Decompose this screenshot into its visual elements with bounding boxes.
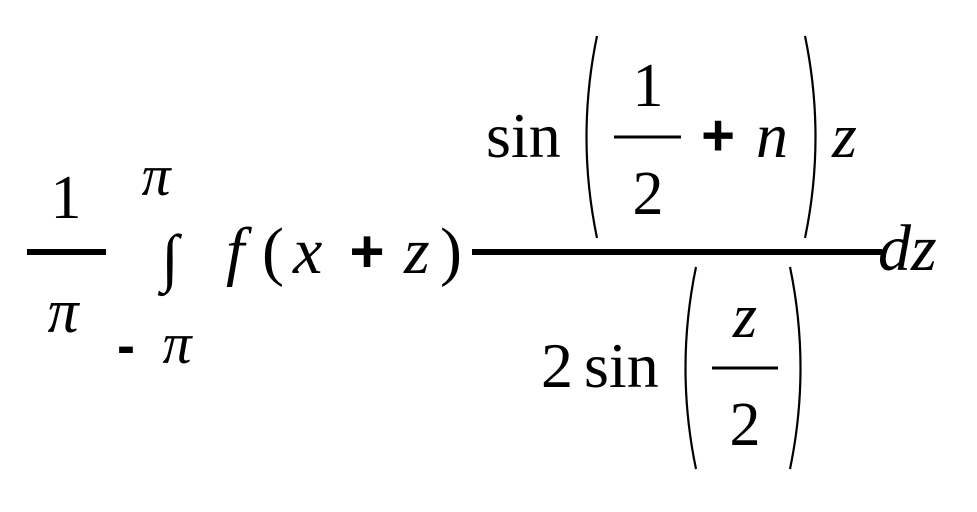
numerator-frac-num: 1 [633, 52, 664, 120]
integral-lower-limit-minus: - [117, 316, 135, 376]
numerator-right-paren [803, 35, 817, 239]
function-open-paren: ( [262, 215, 284, 288]
integral-sign: ∫ [157, 222, 182, 297]
denominator-frac-den: 2 [730, 391, 761, 459]
denominator-coefficient: 2 [541, 330, 573, 401]
denominator-right-paren [788, 266, 802, 470]
kernel-numerator: sin 1 2 + n z [486, 35, 857, 239]
numerator-var-z: z [831, 100, 857, 171]
integrand-function: f ( x + z ) [226, 215, 462, 288]
prefactor-fraction: 1 π [27, 164, 106, 346]
numerator-plus: + [701, 103, 735, 168]
integral: π ∫ - π [117, 143, 193, 376]
kernel-denominator: 2 sin z 2 [541, 266, 802, 470]
denominator-frac-num: z [732, 283, 757, 351]
differential: dz [878, 212, 937, 285]
function-plus: + [349, 218, 384, 285]
denominator-left-paren [684, 266, 698, 470]
prefactor-denominator: π [47, 278, 80, 346]
function-close-paren: ) [440, 215, 462, 288]
numerator-left-paren [585, 35, 599, 239]
integral-upper-limit: π [141, 143, 172, 208]
numerator-var-n: n [756, 100, 788, 171]
denominator-sin: sin [584, 330, 659, 401]
function-var-z: z [403, 215, 430, 288]
numerator-frac-den: 2 [633, 160, 664, 228]
numerator-sin: sin [486, 100, 561, 171]
integral-lower-limit: π [162, 311, 193, 376]
function-var-x: x [292, 215, 322, 288]
function-name: f [226, 215, 252, 288]
prefactor-numerator: 1 [51, 164, 82, 232]
